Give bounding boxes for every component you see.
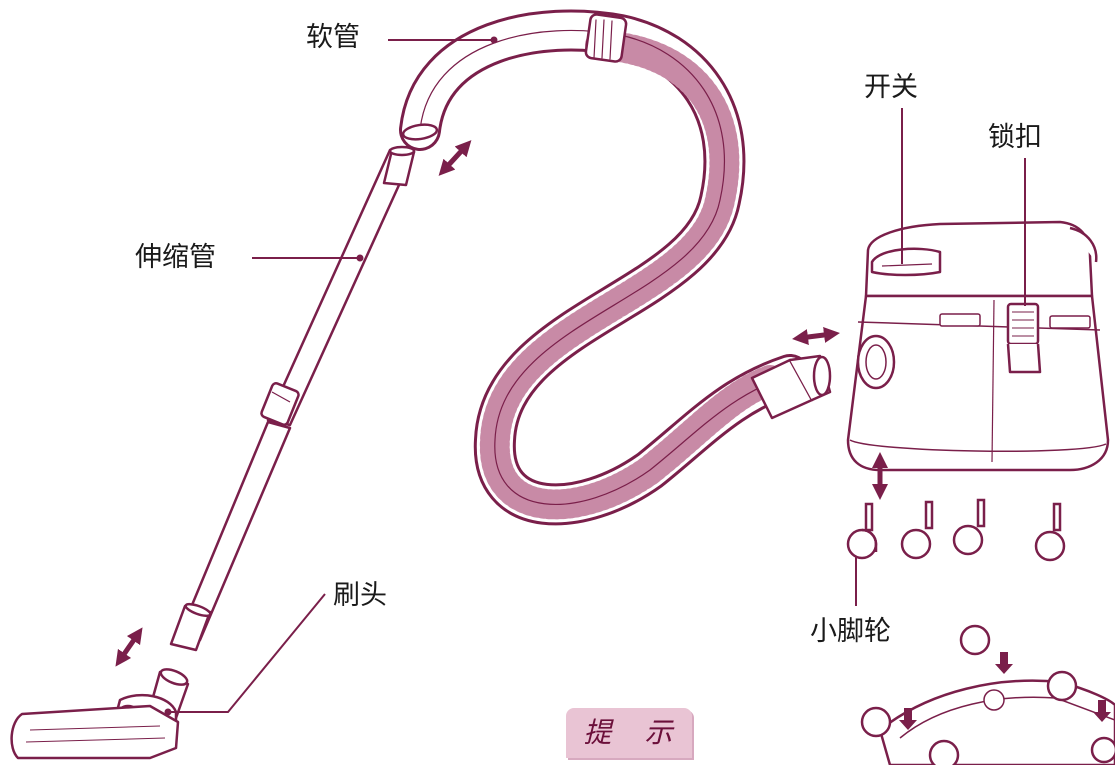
- caster-1: [846, 502, 878, 560]
- label-switch: 开关: [864, 72, 918, 103]
- body-bowl: [846, 294, 1110, 472]
- hose-cuff: [584, 13, 628, 63]
- tube-clip: [260, 382, 300, 426]
- brush-head: [10, 668, 190, 760]
- tip-badge: 提 示: [566, 708, 692, 758]
- label-telescopic-tube: 伸缩管: [135, 242, 216, 273]
- hose-connector: [750, 354, 832, 420]
- brush-base: [10, 704, 180, 760]
- base-inverted: [860, 624, 1115, 765]
- double-arrow-icon: [115, 627, 143, 667]
- down-arrow-icon: [899, 652, 1111, 730]
- label-hose: 软管: [306, 22, 360, 53]
- hose-inlet: [856, 334, 896, 390]
- leader-brush: [168, 593, 326, 713]
- label-brush-head: 刷头: [333, 580, 387, 611]
- caster-2: [900, 500, 934, 560]
- lock-clip: [1006, 302, 1042, 374]
- casters: [846, 498, 1066, 562]
- vacuum-body: [846, 220, 1110, 472]
- telescopic-tube: [169, 145, 416, 652]
- label-lock: 锁扣: [988, 122, 1042, 153]
- double-arrow-icon: [115, 140, 889, 667]
- double-arrow-icon: [792, 327, 840, 345]
- hose-body: [399, 9, 811, 526]
- down-arrow-icon: [899, 708, 917, 730]
- tube-upper: [266, 148, 416, 427]
- hose: [399, 9, 832, 526]
- switch: [870, 247, 942, 277]
- caster-3: [952, 498, 986, 556]
- down-arrow-icon: [995, 652, 1013, 674]
- down-arrow-icon: [1093, 700, 1111, 722]
- label-caster: 小脚轮: [810, 616, 891, 647]
- caster-4: [1034, 502, 1066, 562]
- tip-text: 提 示: [583, 716, 685, 749]
- double-arrow-icon: [438, 140, 472, 176]
- leader-lines: [164, 36, 1026, 716]
